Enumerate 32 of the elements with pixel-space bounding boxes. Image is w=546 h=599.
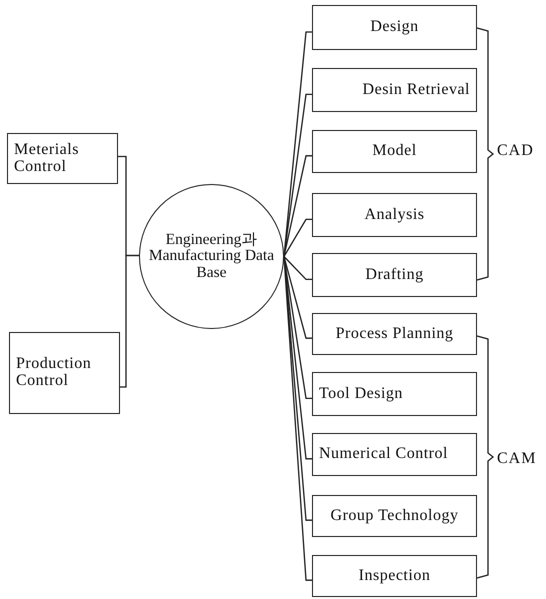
connector-line <box>283 218 312 257</box>
node-label: Tool Design <box>319 386 403 402</box>
connector-line <box>283 256 312 339</box>
node-label: Design <box>370 19 419 36</box>
process-box <box>312 130 477 173</box>
node-label: Production Control <box>16 356 92 390</box>
node-label: Analysis <box>364 206 424 224</box>
process-box <box>7 133 118 184</box>
node-label: Desin Retrieval <box>362 82 470 98</box>
connector-line <box>120 254 139 388</box>
node-label: Meterials Control <box>14 142 80 176</box>
node-label: Process Planning <box>336 326 454 342</box>
node-label: Model <box>372 143 417 160</box>
process-box <box>312 193 477 237</box>
node-label: Drafting <box>365 266 424 284</box>
process-box <box>312 372 477 416</box>
node-label: Inspection <box>358 568 430 584</box>
node-label: Engineering과 Manufacturing Data Base <box>148 232 276 281</box>
group-label: CAD <box>497 142 534 160</box>
connector-line <box>284 256 312 280</box>
process-box <box>312 5 477 50</box>
connector-line <box>283 256 312 400</box>
process-box <box>9 332 120 414</box>
node-label: Group Technology <box>330 508 458 524</box>
process-box <box>312 253 477 297</box>
process-box <box>312 68 477 112</box>
process-box <box>312 433 477 476</box>
group-label: CAM <box>497 450 536 468</box>
process-box <box>312 495 477 537</box>
process-box <box>312 313 477 355</box>
node-label: Numerical Control <box>319 446 448 463</box>
process-box <box>312 555 477 597</box>
